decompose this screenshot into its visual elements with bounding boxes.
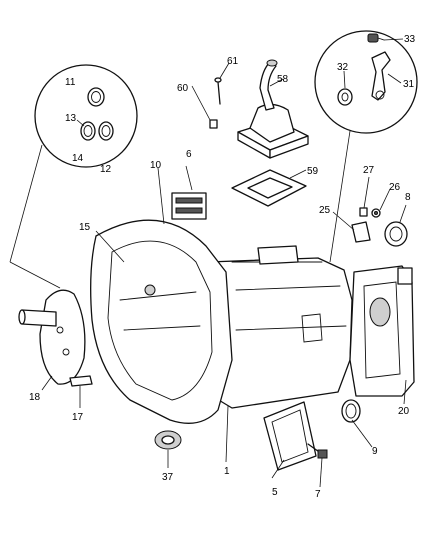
callout-12: 12 — [100, 164, 112, 175]
bushing-32 — [337, 88, 353, 106]
leader-lines — [41, 38, 407, 488]
callout-27: 27 — [363, 165, 375, 176]
callout-17: 17 — [72, 412, 84, 423]
callout-60: 60 — [177, 83, 189, 94]
bolt-33 — [367, 33, 385, 43]
bolt-60 — [209, 119, 218, 129]
seal-37 — [154, 430, 182, 450]
callout-25: 25 — [319, 205, 331, 216]
callout-10: 10 — [150, 160, 162, 171]
callout-8: 8 — [405, 192, 411, 203]
callout-15: 15 — [79, 222, 91, 233]
callout-20: 20 — [398, 406, 410, 417]
bolt-61 — [214, 77, 222, 105]
seal-12 — [98, 121, 114, 141]
washer-26 — [371, 208, 381, 218]
bell-housing-10 — [90, 219, 233, 424]
callout-5: 5 — [272, 487, 278, 498]
callout-58: 58 — [277, 74, 289, 85]
callout-59: 59 — [307, 166, 319, 177]
callout-31: 31 — [403, 79, 415, 90]
seal-14 — [80, 121, 96, 141]
callout-9: 9 — [372, 446, 378, 457]
callout-7: 7 — [315, 489, 321, 500]
callout-14: 14 — [72, 153, 84, 164]
callout-6: 6 — [186, 149, 192, 160]
seal-11 — [87, 87, 105, 107]
callout-11: 11 — [65, 77, 76, 88]
callout-37: 37 — [162, 472, 174, 483]
shift-lever-detail-circle — [314, 30, 418, 263]
callout-18: 18 — [29, 392, 41, 403]
callout-1: 1 — [224, 466, 230, 477]
seal-detail-circle — [9, 64, 138, 289]
cover-5 — [263, 401, 317, 471]
callout-13: 13 — [65, 113, 77, 124]
shifter-assembly-58 — [237, 59, 309, 159]
shift-lever-31 — [371, 51, 391, 101]
bolt-27 — [359, 207, 368, 217]
callout-labels: 1 5 6 7 8 9 10 11 12 13 14 15 17 18 20 2… — [29, 34, 416, 500]
bolt-7 — [307, 443, 328, 459]
seal-8 — [384, 221, 408, 247]
rear-extension-20 — [349, 265, 415, 397]
callout-32: 32 — [337, 62, 349, 73]
callout-61: 61 — [227, 56, 239, 67]
callout-33: 33 — [404, 34, 416, 45]
bearing-cap-18 — [18, 289, 86, 385]
label-decal-6 — [171, 192, 207, 220]
callout-26: 26 — [389, 182, 401, 193]
seal-9 — [341, 399, 361, 423]
bracket-25 — [351, 221, 371, 243]
gasket-59 — [231, 169, 307, 207]
pin-17 — [69, 375, 93, 387]
